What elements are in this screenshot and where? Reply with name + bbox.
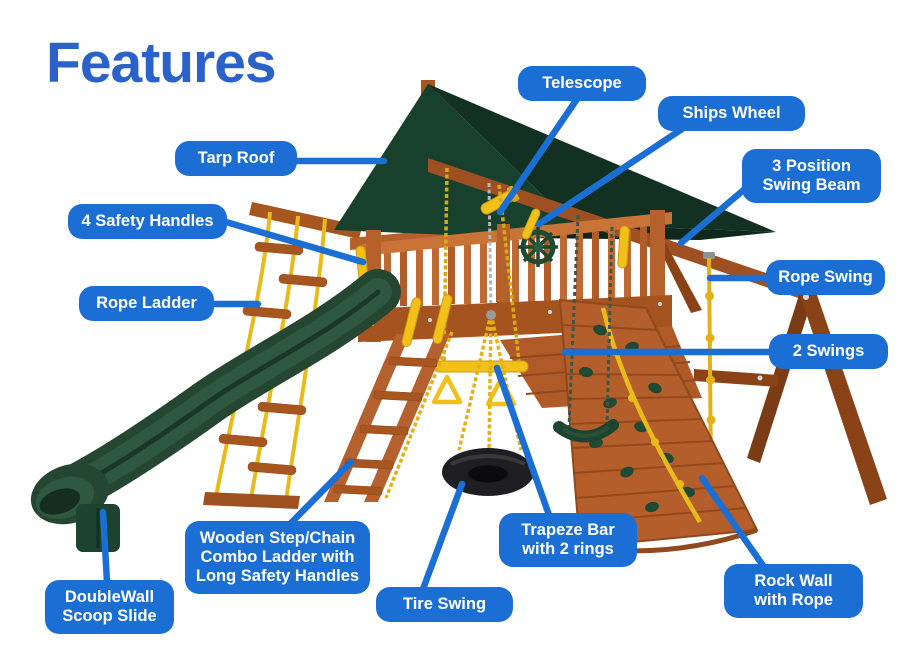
line-safety-handles <box>222 218 367 266</box>
fort-top-rail <box>362 212 672 256</box>
rock-wall-rope <box>600 307 702 524</box>
feature-label-swing-beam: 3 Position Swing Beam <box>742 149 881 203</box>
feature-label-rope-ladder: Rope Ladder <box>79 286 214 321</box>
feature-label-combo-ladder: Wooden Step/Chain Combo Ladder with Long… <box>185 521 370 594</box>
connector-lines <box>99 95 774 593</box>
ships-wheel-item <box>518 227 558 267</box>
line-combo-ladder <box>287 458 355 527</box>
belt-swing <box>553 214 619 443</box>
line-ships-wheel <box>535 125 686 228</box>
feature-label-scoop-slide: DoubleWall Scoop Slide <box>45 580 174 634</box>
feature-label-telescope: Telescope <box>518 66 646 101</box>
playset <box>30 80 887 554</box>
feature-label-rope-swing: Rope Swing <box>766 260 885 295</box>
line-swing-beam <box>677 184 750 247</box>
scoop-slide-item <box>30 269 401 552</box>
line-rock-wall <box>698 474 768 571</box>
feature-label-rock-wall: Rock Wall with Rope <box>724 564 863 618</box>
tire-swing-item <box>442 310 534 496</box>
page-title: Features <box>46 31 277 95</box>
line-scoop-slide <box>99 508 111 586</box>
feature-label-safety-handles: 4 Safety Handles <box>68 204 227 239</box>
line-tire-swing <box>419 480 466 593</box>
feature-label-two-swings: 2 Swings <box>769 334 888 369</box>
combo-ladder-item <box>324 294 454 502</box>
feature-label-tire-swing: Tire Swing <box>376 587 513 622</box>
line-telescope <box>496 95 581 216</box>
feature-label-ships-wheel: Ships Wheel <box>658 96 805 131</box>
hanger-beam <box>249 202 362 239</box>
line-trapeze-bar <box>493 364 553 519</box>
feature-label-trapeze-bar: Trapeze Bar with 2 rings <box>499 513 637 567</box>
feature-label-tarp-roof: Tarp Roof <box>175 141 297 176</box>
